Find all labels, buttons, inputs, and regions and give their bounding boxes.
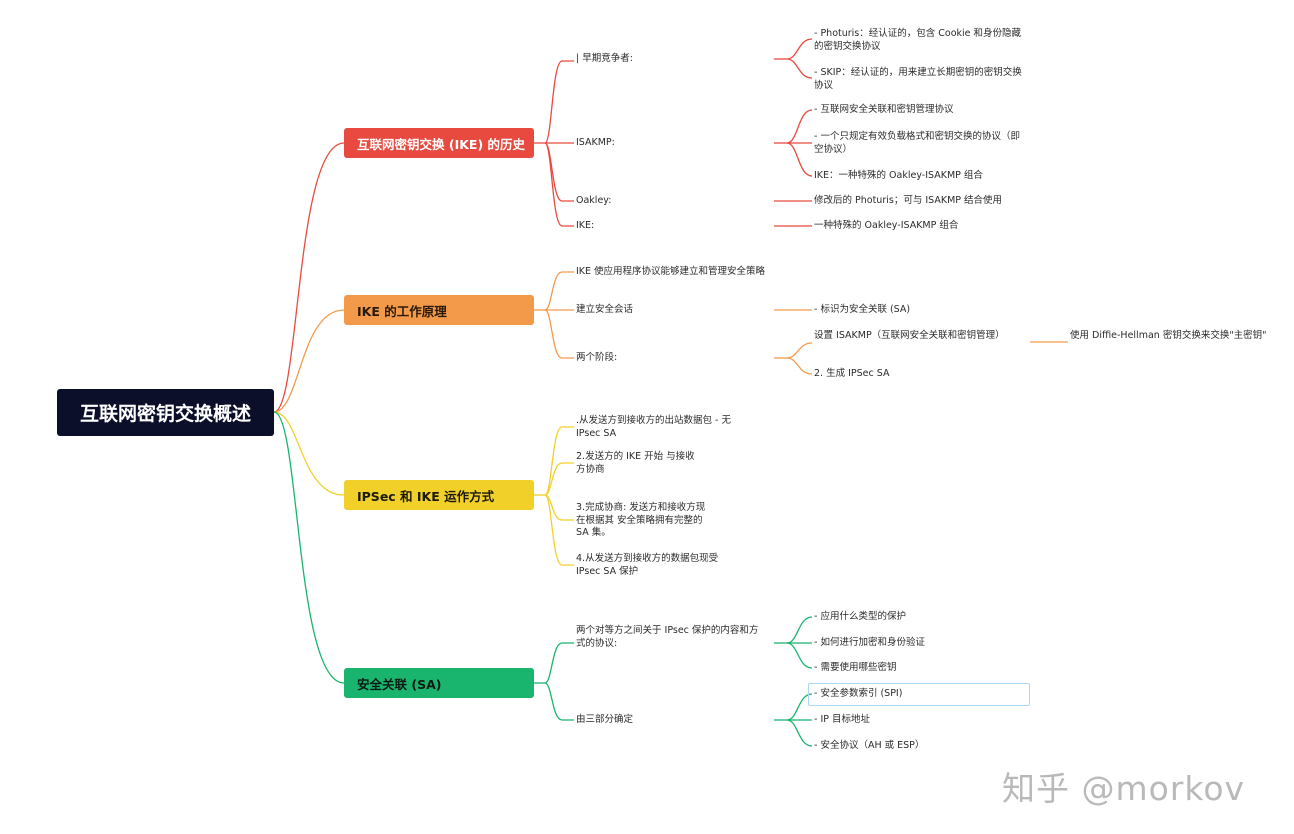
- topic-security-protocol[interactable]: - 安全协议（AH 或 ESP）: [814, 740, 925, 751]
- branch-security-association[interactable]: 安全关联 (SA): [344, 668, 534, 698]
- topic-ike[interactable]: IKE:: [576, 220, 595, 231]
- topic-secure-session[interactable]: 建立安全会话: [576, 304, 634, 315]
- topic-isakmp-def[interactable]: - 互联网安全关联和密钥管理协议: [814, 104, 954, 115]
- zhihu-watermark: 知乎 @morkov: [1002, 769, 1246, 808]
- topic-protection-type[interactable]: - 应用什么类型的保护: [814, 611, 906, 622]
- branch-ipsec-ike[interactable]: IPSec 和 IKE 运作方式: [344, 480, 534, 510]
- connectors-principle: [534, 271, 1068, 375]
- branch-ike-history[interactable]: 互联网密钥交换 (IKE) 的历史: [344, 128, 534, 158]
- topic-step-1[interactable]: .从发送方到接收方的出站数据包 - 无 IPsec SA: [576, 415, 731, 439]
- selection-highlight: [808, 683, 1030, 706]
- topic-skip[interactable]: - SKIP：经认证的，用来建立长期密钥的密钥交换协议: [814, 67, 1022, 91]
- topic-sa-identified[interactable]: - 标识为安全关联 (SA): [814, 304, 911, 315]
- topic-keys[interactable]: - 需要使用哪些密钥: [814, 662, 897, 673]
- branch-ike-principle[interactable]: IKE 的工作原理: [344, 295, 534, 325]
- topic-ike-policy[interactable]: IKE 使应用程序协议能够建立和管理安全策略: [576, 266, 766, 277]
- root-topic[interactable]: 互联网密钥交换概述: [57, 389, 274, 436]
- connectors-history: [534, 38, 813, 227]
- connector-root-history: [273, 142, 345, 413]
- topic-phase1[interactable]: 设置 ISAKMP（互联网安全关联和密钥管理）: [814, 330, 1005, 341]
- topic-step-4[interactable]: 4.从发送方到接收方的数据包现受 IPsec SA 保护: [576, 553, 719, 577]
- topic-null-protocol[interactable]: - 一个只规定有效负载格式和密钥交换的协议（即空协议）: [814, 131, 1020, 155]
- topic-photuris[interactable]: - Photuris：经认证的，包含 Cookie 和身份隐藏的密钥交换协议: [814, 28, 1022, 52]
- topic-ike-combo[interactable]: IKE：一种特殊的 Oakley-ISAKMP 组合: [814, 170, 983, 181]
- topic-sa-agreement[interactable]: 两个对等方之间关于 IPsec 保护的内容和方式的协议:: [576, 625, 759, 649]
- topic-ike-desc[interactable]: 一种特殊的 Oakley-ISAKMP 组合: [814, 220, 959, 231]
- connector-root-ipsec: [273, 411, 345, 496]
- topic-phase2[interactable]: 2. 生成 IPSec SA: [814, 368, 890, 379]
- topic-isakmp[interactable]: ISAKMP:: [576, 137, 615, 148]
- connector-root-principle: [273, 309, 345, 413]
- topic-phase1-detail[interactable]: 使用 Diffie-Hellman 密钥交换来交换"主密钥": [1070, 330, 1267, 341]
- topic-encryption-auth[interactable]: - 如何进行加密和身份验证: [814, 637, 925, 648]
- topic-step-2[interactable]: 2.发送方的 IKE 开始 与接收方协商: [576, 451, 695, 475]
- topic-step-3[interactable]: 3.完成协商: 发送方和接收方现在根据其 安全策略拥有完整的 SA 集。: [576, 502, 706, 538]
- topic-ip-destination[interactable]: - IP 目标地址: [814, 714, 870, 725]
- topic-early-competitors[interactable]: | 早期竞争者:: [576, 53, 633, 64]
- topic-two-phases[interactable]: 两个阶段:: [576, 352, 618, 363]
- topic-spi[interactable]: - 安全参数索引 (SPI): [814, 688, 903, 699]
- connector-root-sa: [273, 411, 345, 684]
- topic-oakley-desc[interactable]: 修改后的 Photuris；可与 ISAKMP 结合使用: [814, 195, 1003, 206]
- topic-three-parts[interactable]: 由三部分确定: [576, 714, 634, 725]
- connectors-ipsec: [534, 426, 574, 566]
- topic-oakley[interactable]: Oakley:: [576, 195, 612, 206]
